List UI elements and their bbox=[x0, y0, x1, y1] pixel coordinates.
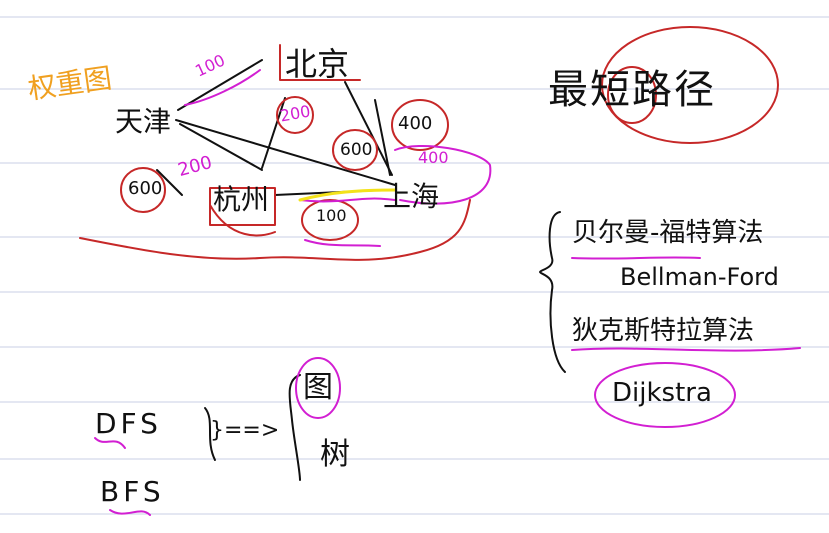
city-beijing: 北京 bbox=[285, 45, 350, 83]
city-tianjin: 天津 bbox=[115, 105, 172, 138]
search-arrow: }==> bbox=[210, 418, 280, 443]
search-bfs: BFS bbox=[100, 475, 165, 508]
red-annotations bbox=[79, 26, 801, 516]
graph-edges bbox=[156, 59, 396, 196]
weight-hangzhou-shanghai: 100 bbox=[316, 206, 347, 225]
city-hangzhou: 杭州 bbox=[213, 183, 270, 216]
search-tree: 树 bbox=[320, 437, 350, 472]
topic-title: 最短路径 bbox=[548, 67, 716, 113]
search-dfs: DFS bbox=[95, 407, 162, 440]
weight-tianjin-hangzhou: 600 bbox=[128, 178, 163, 199]
weight-tianjin-shanghai: 600 bbox=[340, 140, 373, 160]
ruled-lines bbox=[0, 16, 829, 515]
algo-dijkstra-en: Dijkstra bbox=[612, 378, 712, 408]
weight-beijing-shanghai: 400 bbox=[398, 113, 433, 134]
algo-bellman-ford-en: Bellman-Ford bbox=[620, 263, 779, 291]
algo-dijkstra-cn: 狄克斯特拉算法 bbox=[572, 316, 755, 346]
algo-bellman-ford-cn: 贝尔曼-福特算法 bbox=[572, 218, 764, 248]
city-shanghai: 上海 bbox=[383, 180, 440, 213]
weight-shanghai-circle: 400 bbox=[418, 148, 449, 167]
search-graph: 图 bbox=[303, 370, 333, 405]
